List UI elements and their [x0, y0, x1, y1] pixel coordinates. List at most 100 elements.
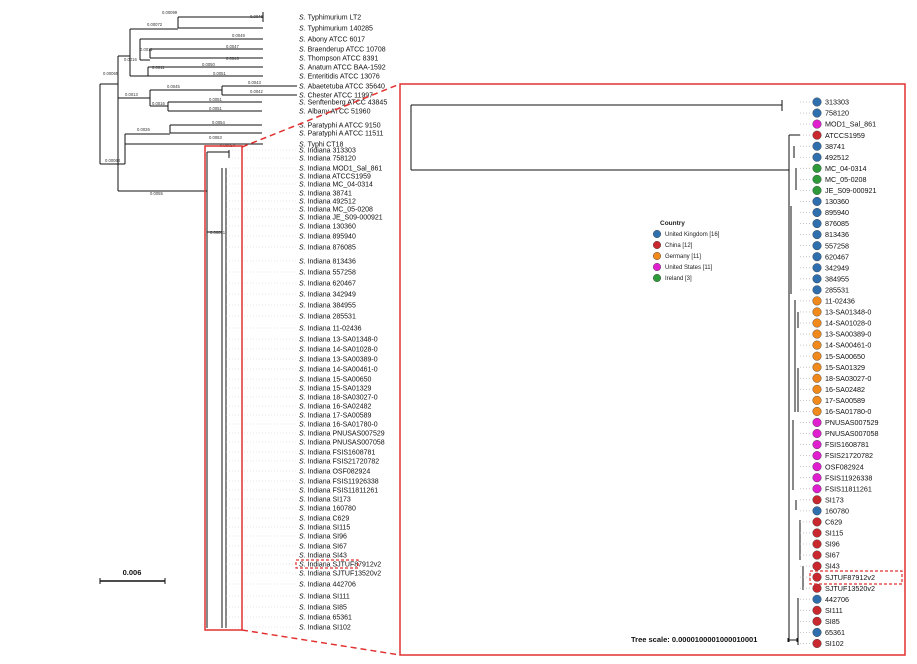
branch-length-label: 0.0055 [150, 191, 163, 196]
country-marker [812, 241, 822, 251]
branch-length-label: 0.0026 [137, 127, 150, 132]
right-leaf-label: 313303 [825, 98, 849, 107]
left-leaf-label: S. Indiana 15-SA01329 [299, 386, 372, 393]
branch-length-label: 0.0063 [209, 135, 222, 140]
country-marker [812, 484, 822, 494]
left-leaf-label: S. Typhimurium LT2 [299, 15, 361, 22]
legend-title: Country [660, 220, 685, 227]
country-marker [812, 340, 822, 350]
right-leaf-label: MOD1_Sal_861 [825, 120, 876, 129]
country-marker [812, 174, 822, 184]
country-marker [812, 307, 822, 317]
right-leaf-label: 384955 [825, 274, 849, 283]
zoomed-indiana-tree [410, 100, 804, 645]
left-leaf-label: S. Indiana 11-02436 [299, 326, 362, 333]
country-marker [812, 219, 822, 229]
left-leaf-label: S. Indiana 13-SA01348-0 [299, 337, 378, 344]
right-leaf-label: MC_04-0314 [825, 164, 867, 173]
right-leaf-label: SI43 [825, 562, 840, 571]
right-leaf-label: 620467 [825, 252, 849, 261]
right-leaf-label: 65361 [825, 628, 845, 637]
left-leaf-label: S. Typhimurium 140285 [299, 26, 373, 33]
country-marker [812, 196, 822, 206]
left-leaf-label: S. Enteritidis ATCC 13076 [299, 74, 380, 81]
country-marker [812, 583, 822, 593]
right-leaf-label: 11-02436 [825, 297, 855, 306]
legend-item-label: Ireland [3] [665, 276, 692, 282]
right-leaf-label: SI102 [825, 639, 844, 648]
country-marker [812, 373, 822, 383]
left-leaf-label: S. Indiana ATCCS1959 [299, 174, 371, 181]
left-leaf-label: S. Indiana 15-SA00650 [299, 377, 372, 384]
right-leaf-list: 313303758120MOD1_Sal_861ATCCS19593874149… [800, 97, 879, 648]
left-leaf-label: S. Indiana 17-SA00589 [299, 413, 372, 420]
branch-length-label: 0.0045 [167, 84, 180, 89]
legend-swatch [653, 263, 662, 272]
left-leaf-label: S. Indiana 160780 [299, 506, 356, 513]
right-leaf-label: 285531 [825, 285, 849, 294]
right-leaf-label: 18-SA03027-0 [825, 374, 871, 383]
left-leaf-label: S. Braenderup ATCC 10708 [299, 47, 386, 54]
left-leaf-labels: S. Typhimurium LT2 S. Typhimurium 140285S… [226, 15, 387, 632]
zoom-connector-bottom [241, 629, 401, 656]
left-leaf-label: S. Indiana 758120 [299, 156, 356, 163]
country-marker [812, 362, 822, 372]
legend-item-label: Germany [11] [665, 254, 701, 260]
legend-swatch [653, 274, 662, 283]
legend-item-label: United States [11] [665, 265, 713, 271]
left-leaf-label: S. Indiana SJTUF13520v2 [299, 571, 381, 578]
right-leaf-label: 17-SA00589 [825, 396, 865, 405]
branch-length-label: 0.0051 [209, 106, 222, 111]
right-leaf-label: 14-SA00461-0 [825, 341, 871, 350]
left-leaf-label: S. Chester ATCC 11997 [299, 93, 373, 100]
left-leaf-label: S. Indiana SI111 [299, 594, 350, 601]
legend-item-label: United Kingdom [16] [665, 232, 720, 238]
country-marker [812, 572, 822, 582]
left-leaf-label: S. Abaetetuba ATCC 35640 [299, 84, 385, 91]
right-leaf-label: 813436 [825, 230, 849, 239]
branch-length-label: 0.00065 [103, 71, 119, 76]
country-marker [812, 296, 822, 306]
left-leaf-label: S. Indiana SI85 [299, 605, 347, 612]
left-leaf-label: S. Indiana 895940 [299, 234, 356, 241]
right-leaf-label: FSIS1608781 [825, 440, 869, 449]
left-leaf-label: S. Indiana 13-SA00389-0 [299, 357, 378, 364]
zoom-connector-top [241, 83, 401, 148]
right-leaf-label: 16-SA01780-0 [825, 407, 871, 416]
right-leaf-label: SI173 [825, 495, 844, 504]
right-leaf-label: 38741 [825, 142, 845, 151]
country-marker [812, 406, 822, 416]
right-leaf-label: SI115 [825, 529, 843, 538]
legend-swatch [653, 251, 662, 260]
right-leaf-label: SJTUF13520v2 [825, 584, 875, 593]
left-leaf-label: S. Indiana PNUSAS007058 [299, 440, 385, 447]
right-leaf-label: 13-SA00389-0 [825, 330, 871, 339]
country-marker [812, 550, 822, 560]
left-leaf-label: S. Indiana 18-SA03027-0 [299, 395, 378, 402]
country-marker [812, 627, 822, 637]
left-leaf-label: S. Indiana SI96 [299, 534, 347, 541]
left-leaf-label: S. Thompson ATCC 8391 [299, 56, 378, 63]
branch-length-label: 0.0046 [226, 56, 239, 61]
left-leaf-label: S. Indiana 313303 [299, 148, 356, 155]
country-marker [812, 605, 822, 615]
left-leaf-label: S. Indiana 384955 [299, 303, 356, 310]
right-leaf-label: 442706 [825, 595, 849, 604]
left-leaf-label: S. Indiana 38741 [299, 191, 352, 198]
branch-length-label: 0.0043 [248, 80, 261, 85]
left-leaf-label: S. Indiana OSF082924 [299, 469, 370, 476]
left-leaf-label: S. Anatum ATCC BAA-1592 [299, 65, 386, 72]
right-leaf-label: SJTUF87912v2 [825, 573, 875, 582]
right-leaf-label: 160780 [825, 506, 849, 515]
country-marker [812, 517, 822, 527]
right-leaf-label: 492512 [825, 153, 849, 162]
left-leaf-label: S. Indiana 14-SA00461-0 [299, 367, 378, 374]
left-leaf-label: S. Indiana 620467 [299, 281, 356, 288]
country-marker [812, 638, 822, 648]
country-marker [812, 528, 822, 538]
right-leaf-label: 15-SA00650 [825, 352, 865, 361]
right-leaf-label: 876085 [825, 219, 849, 228]
branch-length-label: 0.0047 [226, 44, 239, 49]
left-leaf-label: S. Senftenberg ATCC 43845 [299, 100, 387, 107]
